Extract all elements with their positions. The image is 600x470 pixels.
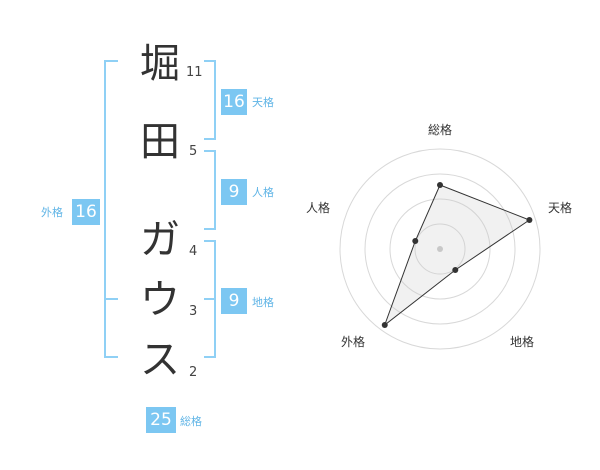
name-char-4: ウ: [140, 277, 180, 323]
radar-center-dot: [437, 246, 443, 252]
radar-data-shape: [383, 184, 531, 327]
soukaku-value: 25: [146, 407, 176, 433]
radar-label-soukaku: 総格: [428, 122, 452, 137]
soukaku-label: 総格: [180, 415, 202, 428]
stroke-count-1: 11: [186, 65, 203, 80]
stroke-count-2: 5: [189, 144, 198, 159]
name-char-1: 堀: [140, 41, 180, 87]
stroke-count-4: 3: [189, 304, 198, 319]
stroke-count-5: 2: [189, 365, 198, 380]
tenkaku-label: 天格: [252, 96, 274, 109]
jinkaku-value: 9: [221, 179, 247, 205]
jinkaku-label: 人格: [252, 186, 274, 199]
gaikaku-bracket-tick: [104, 298, 118, 300]
stroke-count-3: 4: [189, 244, 198, 259]
radar-grid: [339, 148, 541, 350]
radar-label-tenkaku: 天格: [548, 200, 572, 215]
jinkaku-bracket: [204, 150, 216, 230]
radar-ring: [389, 198, 491, 300]
name-char-5: ス: [140, 337, 180, 383]
name-char-2: 田: [140, 119, 180, 165]
radar-ring: [364, 173, 516, 325]
radar-ring: [339, 148, 541, 350]
radar-point: [412, 237, 419, 244]
radar-label-gaikaku: 外格: [341, 334, 365, 349]
radar-ring: [414, 223, 466, 275]
radar-point: [437, 182, 443, 188]
tenkaku-value: 16: [221, 89, 247, 115]
radar-points: [381, 182, 533, 329]
radar-label-chikaku: 地格: [510, 334, 534, 349]
radar-point: [381, 322, 388, 329]
chikaku-value: 9: [221, 288, 247, 314]
chikaku-bracket-tick: [204, 298, 216, 300]
gaikaku-value: 16: [72, 199, 100, 225]
radar-label-jinkaku: 人格: [306, 200, 330, 215]
radar-point: [526, 216, 533, 223]
gaikaku-label: 外格: [41, 206, 63, 219]
gaikaku-bracket: [104, 60, 118, 358]
chikaku-label: 地格: [252, 296, 274, 309]
tenkaku-bracket: [204, 60, 216, 140]
name-char-3: ガ: [140, 217, 180, 263]
radar-point: [452, 267, 459, 274]
